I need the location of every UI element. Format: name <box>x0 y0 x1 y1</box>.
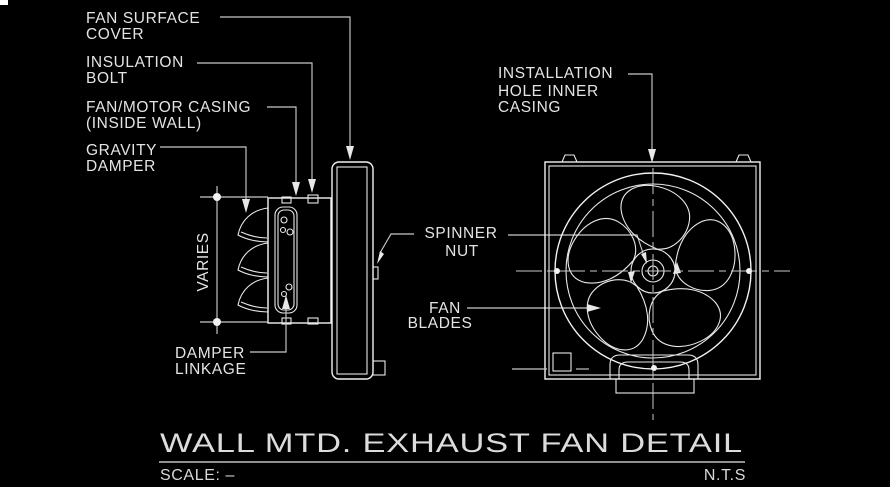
leader-insulation-bolt <box>197 62 313 179</box>
fan-surface-cover-label: FAN SURFACE <box>86 10 200 27</box>
mounting-lug-right <box>735 154 752 163</box>
title-block: WALL MTD. EXHAUST FAN DETAIL SCALE: – N.… <box>159 428 746 484</box>
arrowhead-up-icon <box>282 295 290 309</box>
spinner-nut-side-tab <box>372 266 379 280</box>
fan-blade <box>586 279 649 351</box>
leader-spinner-nut-right <box>508 234 644 254</box>
scale-value: N.T.S <box>704 467 746 484</box>
damper-blade <box>237 277 269 313</box>
scale-label: SCALE: – <box>160 467 235 484</box>
damper-blade <box>237 242 269 278</box>
spinner-nut-label: NUT <box>445 243 479 260</box>
centerline-dot-icon <box>651 365 657 371</box>
bottom-bracket-base <box>615 378 695 394</box>
arrowhead-down-icon <box>242 199 250 213</box>
fan-blades-label: FAN <box>429 300 461 317</box>
fan-blade-assembly <box>567 184 736 351</box>
insulation-bolt-label: BOLT <box>86 70 128 87</box>
fan-motor-casing-outline <box>267 197 332 324</box>
arrowhead-diagonal-icon <box>377 251 384 264</box>
casing-bottom-tab-right <box>307 317 319 325</box>
dimension-dot-icon <box>213 193 221 201</box>
arrowhead-down-icon <box>346 146 354 160</box>
screen-artifact <box>0 0 8 5</box>
fan-blade <box>648 288 721 348</box>
linkage-pin <box>280 290 288 298</box>
leader-damper-linkage <box>250 309 287 353</box>
leader-gravity-damper <box>160 146 247 199</box>
cover-bottom-foot <box>372 360 386 376</box>
arrowhead-right-icon <box>587 304 601 312</box>
fan-surface-cover-inner <box>336 166 368 375</box>
fan-blade <box>567 217 637 284</box>
damper-linkage-label: LINKAGE <box>175 361 246 378</box>
center-callouts: SPINNER NUT FAN BLADES <box>377 225 647 332</box>
leader-installation-hole <box>628 73 653 149</box>
centerline-dot-icon <box>554 268 560 274</box>
leader-fan-surface-cover <box>220 16 351 146</box>
installation-hole-label: INSTALLATION <box>498 65 613 82</box>
casing-top-tab-left <box>281 196 292 204</box>
installation-hole-callout: INSTALLATION HOLE INNER CASING <box>498 65 656 163</box>
linkage-pin <box>285 283 293 291</box>
arrowhead-down-icon <box>292 182 300 196</box>
fan-blade <box>674 219 736 292</box>
arrowhead-down-icon <box>648 149 656 163</box>
damper-linkage-label: DAMPER <box>175 345 245 362</box>
insulation-bolt-label: INSULATION <box>86 54 184 71</box>
fan-surface-cover-label: COVER <box>86 26 144 43</box>
arrowhead-down-icon <box>308 179 316 193</box>
installation-hole-label: CASING <box>498 99 561 116</box>
rotation-arrow-icon <box>628 271 635 283</box>
arrowhead-diagonal-icon <box>641 252 647 264</box>
leader-spinner-nut-left <box>379 233 414 254</box>
fan-blades-label: BLADES <box>408 315 473 332</box>
varies-label: VARIES <box>195 232 212 291</box>
centerline-dot-icon <box>746 268 752 274</box>
gravity-damper-label: DAMPER <box>86 158 156 175</box>
corner-hole <box>552 352 572 372</box>
installation-hole-label: HOLE INNER <box>498 83 599 100</box>
spinner-nut-label: SPINNER <box>424 225 497 242</box>
gravity-damper-blades <box>237 207 269 313</box>
fan-motor-casing-label: (INSIDE WALL) <box>86 115 202 132</box>
front-view <box>512 154 790 420</box>
drawing-title: WALL MTD. EXHAUST FAN DETAIL <box>160 428 743 458</box>
dimension-dot-icon <box>213 318 221 326</box>
linkage-pin <box>286 228 294 236</box>
mounting-lug-left <box>561 154 578 163</box>
linkage-pin <box>279 226 287 234</box>
leader-fan-motor-casing <box>267 106 297 182</box>
linkage-pin <box>280 216 288 224</box>
varies-dimension: VARIES <box>195 186 268 334</box>
left-callouts: FAN SURFACE COVER INSULATION BOLT FAN/MO… <box>86 10 354 378</box>
damper-blade <box>237 207 269 243</box>
insulation-bolt-tab <box>307 194 319 204</box>
fan-motor-casing-label: FAN/MOTOR CASING <box>86 99 251 116</box>
bottom-bracket-inner <box>618 361 690 379</box>
bottom-bracket-outer <box>609 354 699 379</box>
gravity-damper-label: GRAVITY <box>86 142 157 159</box>
fan-blade <box>620 184 691 250</box>
